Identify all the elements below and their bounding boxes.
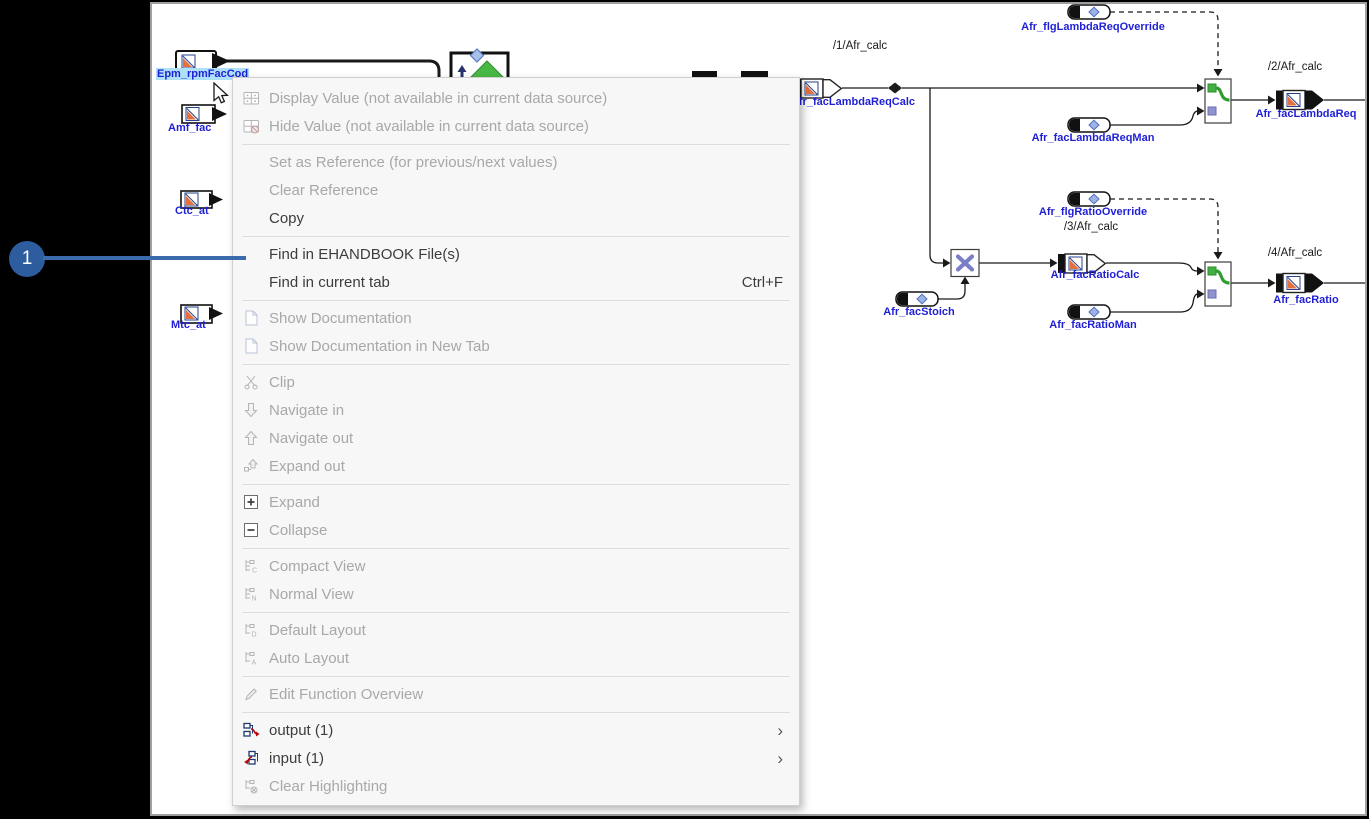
- menu-item-clear-highlighting: Clear Highlighting: [233, 772, 799, 800]
- path-label-3: /3/Afr_calc: [1063, 221, 1119, 233]
- auto-layout-icon: A: [240, 649, 262, 667]
- menu-item-set-as-reference: Set as Reference (for previous/next valu…: [269, 153, 558, 171]
- menu-item-input[interactable]: input (1) ›: [233, 744, 799, 772]
- menu-item-normal-view: N Normal View: [233, 580, 799, 608]
- menu-item-copy[interactable]: Copy: [269, 209, 305, 227]
- menu-item-clear-reference: Clear Reference: [269, 181, 379, 199]
- menu-item-navigate-in: Navigate in: [233, 396, 799, 424]
- menu-item-clip: Clip: [233, 368, 799, 396]
- svg-text:D: D: [252, 632, 257, 639]
- collapse-icon: [240, 521, 262, 539]
- label-flg-ratio-override[interactable]: Afr_flgRatioOverride: [1038, 206, 1148, 218]
- menu-item-hide-value: Hide Value (not available in current dat…: [233, 112, 799, 140]
- menu-separator: [242, 363, 790, 365]
- input-icon: [240, 749, 262, 767]
- hide-value-icon: [240, 117, 262, 135]
- svg-text:A: A: [252, 660, 257, 667]
- path-label-1: /1/Afr_calc: [832, 40, 888, 52]
- svg-text:N: N: [252, 596, 257, 603]
- expand-icon: [240, 493, 262, 511]
- label-fac-lambda-out[interactable]: Afr_facLambdaReq: [1255, 108, 1357, 120]
- document-icon: [240, 337, 262, 355]
- clear-highlighting-icon: [240, 777, 262, 795]
- callout-1-badge: 1: [9, 241, 45, 277]
- path-label-2: /2/Afr_calc: [1267, 61, 1323, 73]
- menu-separator: [242, 483, 790, 485]
- menu-item-display-value: Display Value (not available in current …: [233, 84, 799, 112]
- callout-1-line: [43, 256, 246, 260]
- label-mtc[interactable]: Mtc_at: [171, 319, 206, 331]
- label-fac-ratio-calc[interactable]: Afr_facRatioCalc: [1050, 269, 1140, 281]
- path-label-4: /4/Afr_calc: [1267, 247, 1323, 259]
- menu-item-expand-out: Expand out: [233, 452, 799, 480]
- output-icon: [240, 721, 262, 739]
- menu-separator: [242, 299, 790, 301]
- menu-item-output[interactable]: output (1) ›: [233, 716, 799, 744]
- label-fac-stoich[interactable]: Afr_facStoich: [883, 306, 955, 318]
- menu-separator: [242, 143, 790, 145]
- menu-item-compact-view: C Compact View: [233, 552, 799, 580]
- context-menu: Display Value (not available in current …: [232, 77, 800, 806]
- document-icon: [240, 309, 262, 327]
- normal-view-icon: N: [240, 585, 262, 603]
- submenu-arrow-icon: ›: [777, 748, 783, 768]
- label-fac-ratio-man[interactable]: Afr_facRatioMan: [1049, 319, 1137, 331]
- navigate-in-icon: [240, 401, 262, 419]
- menu-item-navigate-out: Navigate out: [233, 424, 799, 452]
- label-amf[interactable]: Amf_fac: [168, 122, 212, 134]
- svg-text:C: C: [252, 568, 257, 575]
- menu-item-find-in-ehandbook[interactable]: Find in EHANDBOOK File(s): [269, 245, 460, 263]
- menu-item-show-documentation-new-tab: Show Documentation in New Tab: [233, 332, 799, 360]
- menu-item-collapse: Collapse: [233, 516, 799, 544]
- label-fac-lambda-calc[interactable]: Afr_facLambdaReqCalc: [790, 96, 916, 108]
- menu-item-default-layout: D Default Layout: [233, 616, 799, 644]
- label-ctc[interactable]: Ctc_at: [175, 205, 209, 217]
- label-flg-lambda-override[interactable]: Afr_flgLambdaReqOverride: [1021, 21, 1165, 33]
- menu-item-label: Hide Value (not available in current dat…: [269, 117, 589, 135]
- menu-separator: [242, 675, 790, 677]
- compact-view-icon: C: [240, 557, 262, 575]
- menu-separator: [242, 711, 790, 713]
- menu-item-show-documentation: Show Documentation: [233, 304, 799, 332]
- menu-item-label: Display Value (not available in current …: [269, 89, 608, 107]
- menu-item-auto-layout: A Auto Layout: [233, 644, 799, 672]
- pencil-icon: [240, 685, 262, 703]
- menu-separator: [242, 547, 790, 549]
- callout-1-number: 1: [21, 248, 33, 269]
- label-fac-lambda-man[interactable]: Afr_facLambdaReqMan: [1031, 132, 1155, 144]
- label-fac-ratio-out[interactable]: Afr_facRatio: [1273, 294, 1339, 306]
- expand-out-icon: [240, 457, 262, 475]
- menu-separator: [242, 235, 790, 237]
- clip-icon: [240, 373, 262, 391]
- mouse-cursor-icon: [213, 82, 229, 104]
- navigate-out-icon: [240, 429, 262, 447]
- shortcut-ctrl-f: Ctrl+F: [741, 273, 783, 291]
- menu-item-expand: Expand: [233, 488, 799, 516]
- menu-item-find-in-current-tab[interactable]: Find in current tab Ctrl+F: [269, 273, 783, 291]
- display-value-icon: [240, 89, 262, 107]
- default-layout-icon: D: [240, 621, 262, 639]
- menu-separator: [242, 611, 790, 613]
- menu-item-edit-function-overview: Edit Function Overview: [233, 680, 799, 708]
- submenu-arrow-icon: ›: [777, 720, 783, 740]
